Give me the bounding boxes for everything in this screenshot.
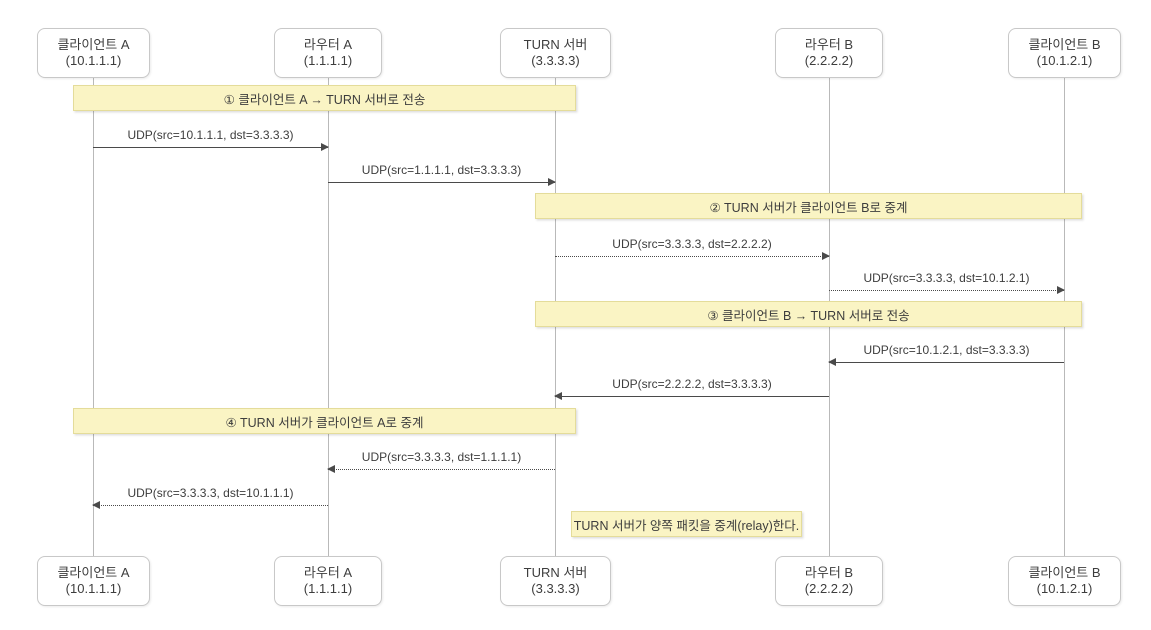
participant-clientB-top[interactable]: 클라이언트 B(10.1.2.1) xyxy=(1008,28,1121,78)
participant-name: 클라이언트 A xyxy=(57,564,130,580)
participant-name: TURN 서버 xyxy=(523,564,588,580)
participant-address: (10.1.2.1) xyxy=(1036,53,1093,68)
participant-address: (2.2.2.2) xyxy=(804,581,854,596)
message-label: UDP(src=3.3.3.3, dst=10.1.1.1) xyxy=(127,486,294,500)
participant-address: (10.1.2.1) xyxy=(1036,581,1093,596)
note-band-band3: ③ 클라이언트 B → TURN 서버로 전송 xyxy=(535,301,1082,327)
arrowhead-icon xyxy=(554,391,562,400)
participant-clientA-top[interactable]: 클라이언트 A(10.1.1.1) xyxy=(37,28,150,78)
message-label: UDP(src=2.2.2.2, dst=3.3.3.3) xyxy=(612,377,772,391)
participant-name: 라우터 B xyxy=(804,564,854,580)
participant-address: (3.3.3.3) xyxy=(531,581,580,596)
message-line xyxy=(555,396,829,397)
participant-name: 클라이언트 B xyxy=(1028,564,1101,580)
note-band-band1: ① 클라이언트 A → TURN 서버로 전송 xyxy=(73,85,576,111)
participant-clientA-bottom[interactable]: 클라이언트 A(10.1.1.1) xyxy=(37,556,150,606)
note-band-band4: ④ TURN 서버가 클라이언트 A로 중계 xyxy=(73,408,576,434)
arrowhead-icon xyxy=(92,500,100,509)
floating-note-label: TURN 서버가 양쪽 패킷을 중계(relay)한다. xyxy=(573,518,800,533)
participant-name: 라우터 A xyxy=(303,36,353,52)
message-line xyxy=(93,147,328,148)
participant-turn-top[interactable]: TURN 서버(3.3.3.3) xyxy=(500,28,611,78)
message-label: UDP(src=1.1.1.1, dst=3.3.3.3) xyxy=(361,163,522,177)
participant-address: (10.1.1.1) xyxy=(65,53,122,68)
message-label: UDP(src=3.3.3.3, dst=1.1.1.1) xyxy=(361,450,522,464)
message-line xyxy=(829,290,1064,291)
note-band-band2: ② TURN 서버가 클라이언트 B로 중계 xyxy=(535,193,1082,219)
note-band-label: ③ 클라이언트 B → TURN 서버로 전송 xyxy=(707,308,910,323)
arrowhead-icon xyxy=(327,464,335,473)
lifeline-routerA xyxy=(328,78,329,557)
arrowhead-icon xyxy=(548,177,556,186)
participant-address: (1.1.1.1) xyxy=(303,581,353,596)
message-label: UDP(src=10.1.1.1, dst=3.3.3.3) xyxy=(127,128,294,142)
participant-clientB-bottom[interactable]: 클라이언트 B(10.1.2.1) xyxy=(1008,556,1121,606)
message-line xyxy=(93,505,328,506)
arrowhead-icon xyxy=(828,357,836,366)
participant-name: 라우터 A xyxy=(303,564,353,580)
participant-routerB-top[interactable]: 라우터 B(2.2.2.2) xyxy=(775,28,883,78)
note-band-label: ② TURN 서버가 클라이언트 B로 중계 xyxy=(709,200,908,215)
lifeline-clientA xyxy=(93,78,94,557)
participant-address: (10.1.1.1) xyxy=(65,581,122,596)
message-label: UDP(src=3.3.3.3, dst=2.2.2.2) xyxy=(612,237,772,251)
participant-turn-bottom[interactable]: TURN 서버(3.3.3.3) xyxy=(500,556,611,606)
message-label: UDP(src=3.3.3.3, dst=10.1.2.1) xyxy=(863,271,1030,285)
message-line xyxy=(829,362,1064,363)
participant-name: 클라이언트 B xyxy=(1028,36,1101,52)
floating-note-note1: TURN 서버가 양쪽 패킷을 중계(relay)한다. xyxy=(571,511,802,537)
participant-routerA-bottom[interactable]: 라우터 A(1.1.1.1) xyxy=(274,556,382,606)
participant-routerA-top[interactable]: 라우터 A(1.1.1.1) xyxy=(274,28,382,78)
message-line xyxy=(328,469,555,470)
arrowhead-icon xyxy=(1057,285,1065,294)
participant-name: 클라이언트 A xyxy=(57,36,130,52)
participant-address: (2.2.2.2) xyxy=(804,53,854,68)
participant-name: 라우터 B xyxy=(804,36,854,52)
message-line xyxy=(328,182,555,183)
note-band-label: ① 클라이언트 A → TURN 서버로 전송 xyxy=(223,92,426,107)
arrowhead-icon xyxy=(822,251,830,260)
note-band-label: ④ TURN 서버가 클라이언트 A로 중계 xyxy=(225,415,424,430)
participant-name: TURN 서버 xyxy=(523,36,588,52)
participant-address: (3.3.3.3) xyxy=(531,53,580,68)
arrowhead-icon xyxy=(321,142,329,151)
message-label: UDP(src=10.1.2.1, dst=3.3.3.3) xyxy=(863,343,1030,357)
message-line xyxy=(555,256,829,257)
participant-routerB-bottom[interactable]: 라우터 B(2.2.2.2) xyxy=(775,556,883,606)
participant-address: (1.1.1.1) xyxy=(303,53,353,68)
